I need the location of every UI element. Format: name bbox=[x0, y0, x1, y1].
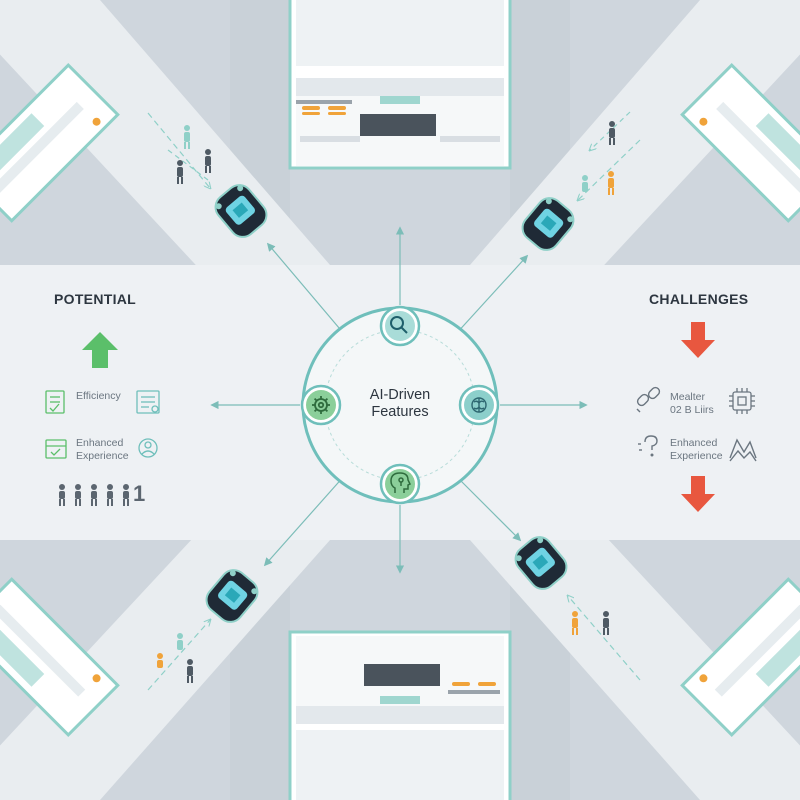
pedestrians-bottom-right bbox=[568, 596, 641, 681]
building-top-left bbox=[0, 63, 120, 223]
center-title-line1: AI-Driven bbox=[369, 387, 431, 403]
center-title-line2: Features bbox=[371, 404, 429, 420]
pedestrians-top-left bbox=[147, 112, 211, 188]
pedestrians-top-right bbox=[578, 111, 641, 200]
pedestrians-bottom-left bbox=[147, 620, 210, 691]
vehicle-top-right bbox=[521, 197, 575, 251]
challenges-down-arrow-bottom bbox=[681, 476, 715, 512]
challenge-item1-line2: 02 B Liirs bbox=[670, 404, 714, 416]
vehicle-bottom-right bbox=[514, 536, 568, 590]
challenges-heading: CHALLENGES bbox=[649, 291, 749, 307]
broken-link-icon bbox=[636, 386, 661, 413]
building-bottom bbox=[288, 630, 512, 800]
arrow-up-right bbox=[454, 254, 529, 336]
building-top-right bbox=[680, 63, 800, 223]
gear-icon bbox=[312, 396, 330, 414]
experience-person-icon bbox=[138, 438, 158, 458]
report-icon bbox=[136, 390, 160, 414]
challenge-item1-line1: Mealter bbox=[670, 391, 706, 403]
brain-icon bbox=[471, 397, 487, 413]
challenge-item2-line2: Experience bbox=[670, 450, 723, 462]
arrow-up-left bbox=[266, 242, 346, 336]
node-left bbox=[300, 384, 342, 426]
node-top bbox=[379, 305, 421, 347]
arrow-down-left bbox=[263, 474, 346, 567]
people-figures-icon bbox=[59, 484, 129, 506]
efficiency-doc-icon bbox=[45, 390, 65, 414]
building-bottom-left bbox=[0, 577, 120, 737]
question-icon bbox=[638, 435, 658, 457]
node-bottom bbox=[379, 463, 421, 505]
chip-icon bbox=[729, 388, 755, 414]
potential-experience-label-line1: Enhanced bbox=[76, 437, 124, 449]
connector-arrows bbox=[210, 226, 588, 574]
potential-heading: POTENTIAL bbox=[54, 291, 137, 307]
vehicle-bottom-left bbox=[205, 569, 259, 623]
potential-experience-label-line2: Experience bbox=[76, 450, 129, 462]
vehicle-top-left bbox=[214, 184, 268, 238]
potential-up-arrow bbox=[82, 332, 118, 368]
figures-count-label: 1 bbox=[133, 481, 146, 506]
head-circuit-icon bbox=[390, 472, 412, 493]
efficiency-label: Efficiency bbox=[76, 390, 121, 402]
experience-box-icon bbox=[45, 439, 67, 459]
building-top bbox=[288, 0, 512, 170]
building-bottom-right bbox=[680, 577, 800, 737]
challenge-item2-line1: Enhanced bbox=[670, 437, 718, 449]
search-icon bbox=[390, 316, 408, 334]
arrow-down-right bbox=[454, 474, 522, 542]
challenges-down-arrow-top bbox=[681, 322, 715, 358]
zigzag-chart-icon bbox=[729, 438, 757, 462]
